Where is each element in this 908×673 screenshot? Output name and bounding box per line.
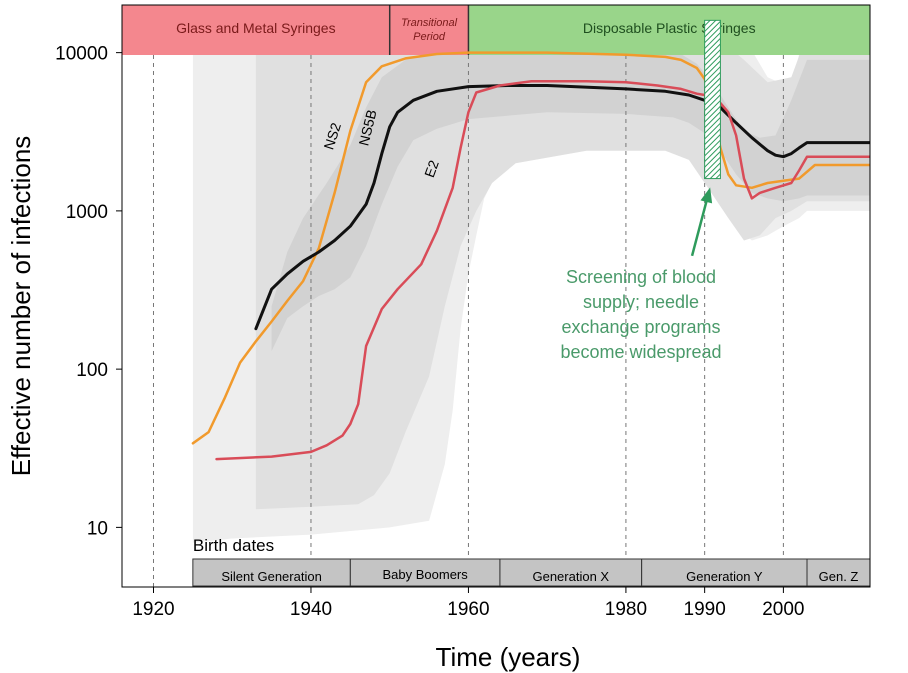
era-label-1: Glass and Metal Syringes: [176, 20, 336, 36]
era-band-2: [389, 5, 469, 55]
generation-box-1: [192, 558, 351, 587]
annotation-arrow-head: [700, 187, 713, 204]
era-label-3: Disposable Plastic Syringes: [583, 20, 756, 36]
y-tick-label-100: 100: [76, 360, 108, 381]
generation-label-3: Generation X: [532, 569, 609, 584]
intervention-marker: [704, 19, 721, 180]
x-tick-label-1990: 1990: [684, 599, 726, 620]
annotation-text-line-3: exchange programs: [561, 317, 720, 337]
x-tick-label-1960: 1960: [447, 599, 489, 620]
birth-dates-label: Birth dates: [193, 536, 274, 555]
curve-label-e2: E2: [421, 158, 442, 180]
x-axis-label: Time (years): [436, 642, 581, 672]
x-tick-label-1980: 1980: [605, 599, 647, 620]
annotation-text-line-2: supply; needle: [583, 292, 699, 312]
series-lines: [191, 51, 870, 461]
y-axis-label: Effective number of infections: [6, 136, 36, 477]
axes: 10 100 1000 10000 1920 1940 1960 1980 1990 2000: [55, 44, 804, 620]
generation-label-2: Baby Boomers: [383, 567, 469, 582]
era-band-1: [122, 5, 390, 55]
era-band-3: [468, 5, 870, 55]
annotation-text-line-4: become widespread: [560, 342, 721, 362]
era-label-2-line-1: Transitional: [401, 17, 458, 29]
series-line-ns2: [191, 51, 870, 445]
x-tick-label-2000: 2000: [762, 599, 804, 620]
x-tick-label-1940: 1940: [290, 599, 332, 620]
series-line-e2: [215, 79, 870, 461]
generation-label-1: Silent Generation: [221, 569, 321, 584]
era-label-2-line-2: Period: [413, 31, 446, 43]
y-tick-label-10000: 10000: [55, 44, 108, 65]
y-tick-label-10: 10: [87, 518, 108, 539]
generation-label-4: Generation Y: [686, 569, 763, 584]
era-bar: Glass and Metal Syringes TransitionalPeri…: [122, 5, 870, 55]
annotation-text-line-1: Screening of blood: [566, 267, 716, 287]
plot-frame: [121, 4, 871, 588]
y-tick-label-1000: 1000: [66, 202, 108, 223]
intervention-event: Screening of blood supply; needle exchange…: [560, 19, 722, 362]
x-tick-label-1920: 1920: [132, 599, 174, 620]
generation-label-5: Gen. Z: [819, 569, 859, 584]
